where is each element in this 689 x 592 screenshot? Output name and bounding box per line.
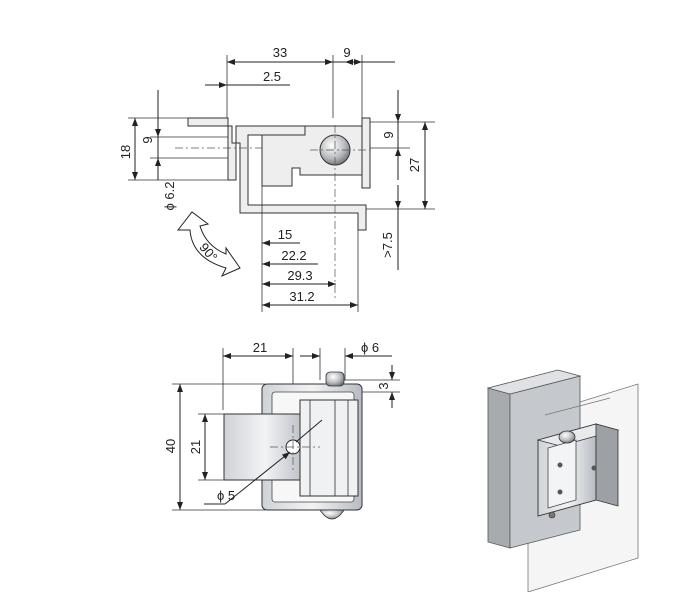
dim-31-2: 31.2 <box>289 289 314 304</box>
door-edge <box>544 397 611 416</box>
dim-22-2: 22.2 <box>281 248 306 263</box>
dim-21-left: 21 <box>188 440 203 454</box>
rotation-arrow-icon <box>176 211 241 278</box>
frame-side <box>487 387 511 549</box>
dim-gt7-5: >7.5 <box>380 232 395 258</box>
iso-view <box>486 369 639 592</box>
iso-pin-bottom <box>548 511 556 519</box>
iso-hole <box>557 489 563 495</box>
iso-pin <box>558 430 576 444</box>
frame-top <box>486 369 582 395</box>
dim-27: 27 <box>407 158 422 172</box>
dim-40: 40 <box>163 439 178 453</box>
iso-hinge-leaf <box>547 439 577 509</box>
dim-leader <box>295 419 323 443</box>
dim-21-top: 21 <box>253 340 267 355</box>
dim-phi-5: ϕ 5 <box>217 488 235 503</box>
dim-9-top: 9 <box>343 45 350 60</box>
dim-33: 33 <box>273 45 287 60</box>
pin-top <box>325 371 345 387</box>
dim-phi-6-2: ϕ 6.2 <box>162 182 177 211</box>
dim-phi-6: ϕ 6 <box>361 340 379 355</box>
side-view: 21 ϕ 6 3 40 21 ϕ 5 <box>163 340 400 520</box>
iso-hole <box>557 462 563 468</box>
dim-18: 18 <box>118 145 133 159</box>
front-view: 33 9 2.5 18 9 ϕ 6.2 9 27 >7.5 <box>118 45 435 312</box>
dim-15: 15 <box>278 227 292 242</box>
pin-bottom <box>319 509 345 520</box>
dim-2-5: 2.5 <box>263 69 281 84</box>
dim-leader-phi5 <box>224 451 291 505</box>
dim-29-3: 29.3 <box>287 268 312 283</box>
dim-3: 3 <box>376 382 391 389</box>
iso-hole <box>591 465 597 471</box>
dim-9-left: 9 <box>140 136 155 143</box>
dim-9-right: 9 <box>381 131 396 138</box>
iso-hinge-side <box>595 423 619 507</box>
hinge-knuckle <box>299 399 359 497</box>
